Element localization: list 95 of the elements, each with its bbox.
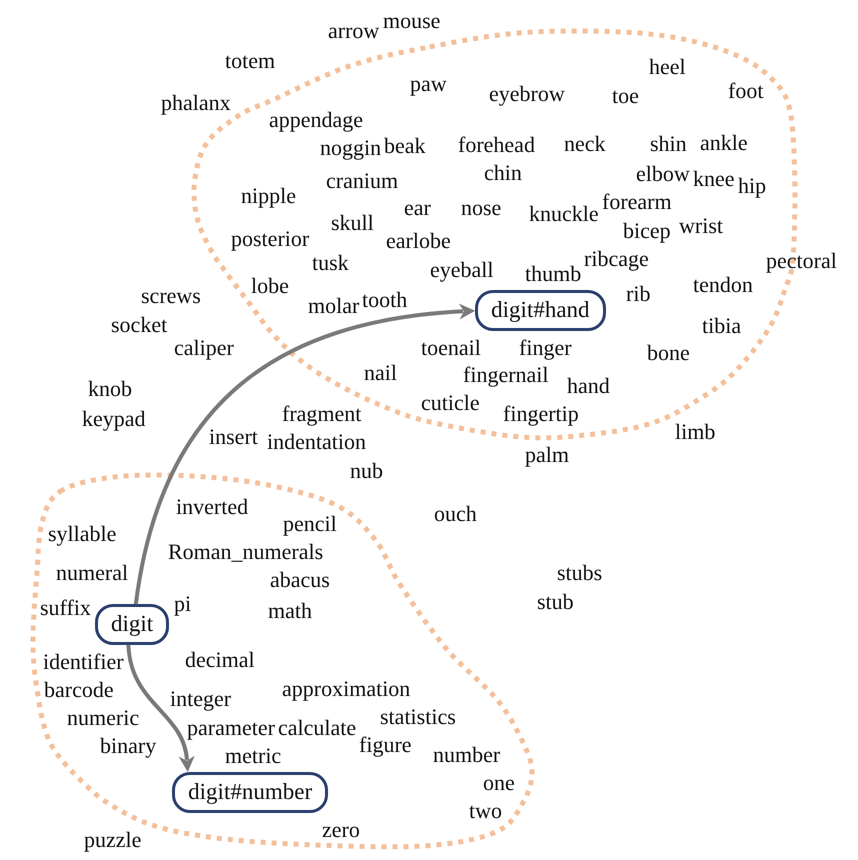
word-label: tusk xyxy=(312,250,349,276)
word-label: one xyxy=(483,770,515,796)
word-label: chin xyxy=(484,160,522,186)
word-label: knuckle xyxy=(529,201,599,226)
word-label: noggin xyxy=(320,135,382,160)
word-label: tibia xyxy=(702,313,742,338)
word-label: rib xyxy=(626,281,650,306)
word-label: pectoral xyxy=(766,248,837,274)
word-label: fingernail xyxy=(463,362,549,388)
word-label: decimal xyxy=(185,647,255,672)
word-label: tooth xyxy=(362,287,408,312)
word-label: parameter xyxy=(187,715,275,740)
curved-arrow xyxy=(126,644,194,772)
word-label: insert xyxy=(209,424,258,450)
word-label: forearm xyxy=(602,189,672,214)
word-label: tendon xyxy=(693,272,753,298)
word-label: Roman_numerals xyxy=(168,539,324,564)
word-label: inverted xyxy=(176,494,248,520)
word-label: molar xyxy=(308,293,360,318)
word-label: bone xyxy=(647,340,690,366)
word-label: approximation xyxy=(282,676,410,702)
word-label: caliper xyxy=(174,335,234,360)
word-label: screws xyxy=(141,283,201,308)
word-label: arrow xyxy=(328,18,380,44)
word-label: ouch xyxy=(434,501,477,526)
word-label: calculate xyxy=(278,715,356,740)
term-box: digit#hand xyxy=(475,290,606,331)
word-label: ribcage xyxy=(584,246,649,272)
word-label: two xyxy=(469,798,502,824)
word-label: knee xyxy=(693,166,735,192)
word-label: stub xyxy=(537,589,574,614)
word-label: nub xyxy=(350,458,383,484)
word-label: metric xyxy=(225,743,282,768)
word-label: zero xyxy=(322,817,360,842)
word-label: abacus xyxy=(270,567,330,592)
word-label: wrist xyxy=(679,213,723,238)
word-label: knob xyxy=(88,376,132,402)
word-label: posterior xyxy=(231,226,310,252)
word-label: paw xyxy=(410,71,447,96)
word-label: barcode xyxy=(44,677,114,702)
word-label: ankle xyxy=(700,130,748,156)
word-label: fragment xyxy=(282,401,362,426)
word-label: thumb xyxy=(525,261,582,286)
word-label: syllable xyxy=(48,521,116,546)
word-label: numeral xyxy=(56,560,128,586)
word-label: appendage xyxy=(269,107,364,132)
word-label: neck xyxy=(564,131,606,156)
word-label: hand xyxy=(567,373,610,398)
word-label: keypad xyxy=(82,406,146,432)
curved-arrow xyxy=(134,304,476,605)
word-label: earlobe xyxy=(386,228,451,254)
word-label: ear xyxy=(404,195,431,220)
word-label: nail xyxy=(364,360,397,386)
word-label: integer xyxy=(170,686,232,712)
word-label: pencil xyxy=(283,511,337,536)
word-label: toe xyxy=(612,83,639,108)
word-label: foot xyxy=(728,78,764,104)
word-label: pi xyxy=(174,591,192,616)
word-label: elbow xyxy=(636,161,690,186)
term-box: digit xyxy=(95,604,170,645)
word-label: fingertip xyxy=(503,401,579,426)
word-label: eyebrow xyxy=(489,81,565,106)
word-label: suffix xyxy=(40,595,91,620)
word-label: forehead xyxy=(458,132,535,158)
word-label: limb xyxy=(675,419,716,444)
word-label: skull xyxy=(331,210,374,236)
term-box: digit#number xyxy=(172,772,328,813)
word-label: cuticle xyxy=(421,390,480,416)
word-label: palm xyxy=(525,442,569,468)
word-label: toenail xyxy=(421,335,481,360)
word-label: identifier xyxy=(43,649,124,674)
word-label: finger xyxy=(519,335,572,360)
word-label: phalanx xyxy=(161,90,231,116)
word-label: eyeball xyxy=(430,257,494,282)
word-label: binary xyxy=(100,733,156,758)
word-label: indentation xyxy=(267,429,366,454)
word-label: hip xyxy=(738,173,766,198)
word-label: mouse xyxy=(383,8,440,34)
word-label: statistics xyxy=(380,704,456,730)
word-label: totem xyxy=(225,48,276,74)
word-label: numeric xyxy=(67,705,140,730)
word-label: stubs xyxy=(557,560,602,586)
word-label: nipple xyxy=(241,183,296,208)
word-label: shin xyxy=(650,131,687,156)
word-label: bicep xyxy=(623,218,671,244)
word-label: beak xyxy=(384,133,426,158)
word-label: puzzle xyxy=(84,827,142,852)
word-label: socket xyxy=(111,312,168,338)
word-label: number xyxy=(433,742,500,768)
word-label: math xyxy=(268,598,312,624)
word-label: nose xyxy=(461,195,502,220)
word-label: heel xyxy=(649,54,686,80)
word-label: cranium xyxy=(326,168,398,194)
word-label: lobe xyxy=(251,273,289,298)
word-label: figure xyxy=(359,732,412,758)
